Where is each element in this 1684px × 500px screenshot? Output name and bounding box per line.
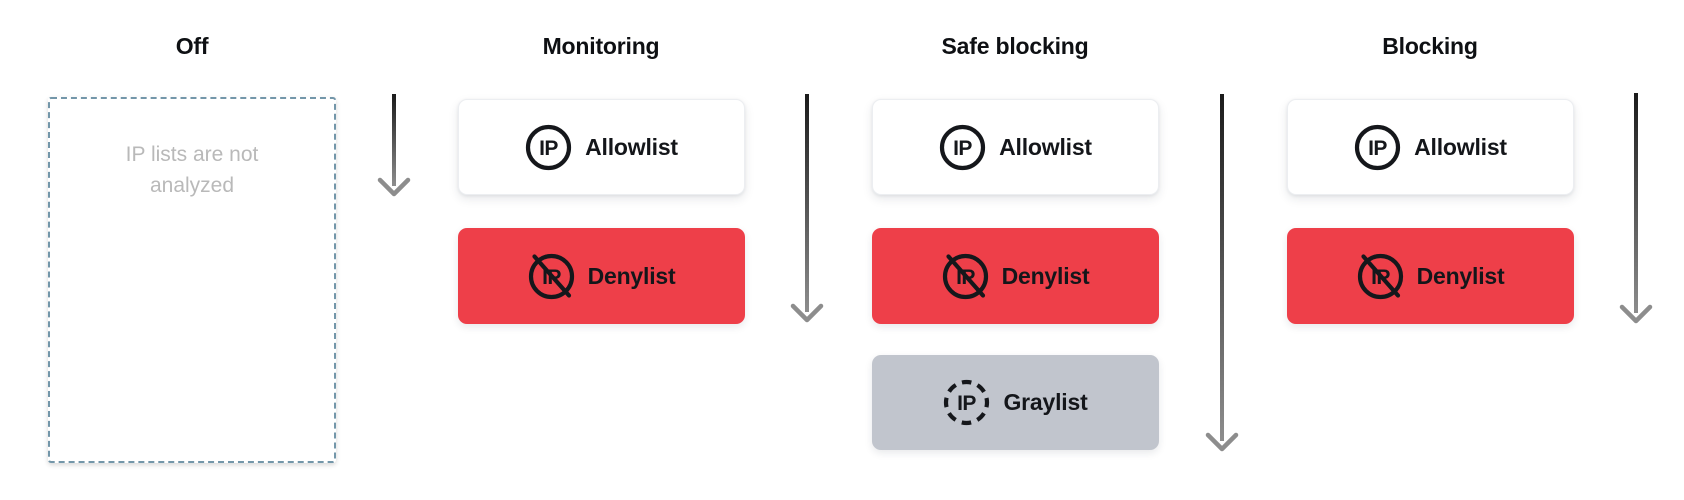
card-label: Denylist bbox=[1416, 262, 1505, 289]
svg-text:IP: IP bbox=[953, 137, 972, 160]
column-title-monitoring: Monitoring bbox=[542, 33, 660, 59]
card-label: Allowlist bbox=[585, 133, 678, 160]
monitoring-allowlist-card: IP Allowlist bbox=[458, 99, 745, 195]
card-label: Allowlist bbox=[1414, 133, 1507, 160]
card-label: Allowlist bbox=[999, 133, 1092, 160]
flow-arrow-monitoring-to-safe-blocking bbox=[790, 94, 824, 323]
flow-arrow-blocking-out bbox=[1619, 93, 1653, 324]
svg-text:IP: IP bbox=[1368, 137, 1387, 160]
safe-blocking-denylist-card: IP Denylist bbox=[872, 228, 1159, 324]
ip-circle-icon: IP bbox=[526, 124, 572, 170]
flow-arrow-off-to-monitoring bbox=[377, 94, 411, 197]
svg-text:IP: IP bbox=[958, 392, 977, 415]
arrow-head-icon bbox=[790, 303, 824, 323]
arrow-head-icon bbox=[1619, 304, 1653, 324]
column-title-blocking: Blocking bbox=[1382, 33, 1478, 59]
flow-arrow-safe-blocking-to-blocking bbox=[1205, 94, 1239, 452]
ip-circle-icon: IP bbox=[1355, 124, 1401, 170]
monitoring-denylist-card: IP Denylist bbox=[458, 228, 745, 324]
arrow-shaft bbox=[1634, 93, 1638, 313]
arrow-shaft bbox=[1220, 94, 1224, 441]
ip-crossed-icon: IP bbox=[942, 253, 988, 299]
column-title-safe-blocking: Safe blocking bbox=[941, 33, 1089, 59]
off-mode-placeholder-text: IP lists are not analyzed bbox=[125, 143, 259, 197]
card-label: Graylist bbox=[1003, 389, 1088, 415]
ip-crossed-icon: IP bbox=[1357, 253, 1403, 299]
card-label: Denylist bbox=[587, 262, 676, 289]
ip-crossed-icon: IP bbox=[528, 253, 574, 299]
arrow-shaft bbox=[392, 94, 396, 186]
card-label: Denylist bbox=[1001, 262, 1090, 289]
arrow-shaft bbox=[805, 94, 809, 312]
arrow-head-icon bbox=[377, 177, 411, 197]
column-title-off: Off bbox=[175, 33, 209, 59]
ip-circle-icon: IP bbox=[940, 124, 986, 170]
off-mode-empty-box: IP lists are not analyzed bbox=[48, 97, 336, 463]
blocking-allowlist-card: IP Allowlist bbox=[1287, 99, 1574, 195]
safe-blocking-allowlist-card: IP Allowlist bbox=[872, 99, 1159, 195]
safe-blocking-graylist-card: IP Graylist bbox=[872, 355, 1159, 450]
ip-dashed-icon: IP bbox=[944, 379, 990, 426]
blocking-denylist-card: IP Denylist bbox=[1287, 228, 1574, 324]
arrow-head-icon bbox=[1205, 432, 1239, 452]
svg-text:IP: IP bbox=[539, 137, 558, 160]
